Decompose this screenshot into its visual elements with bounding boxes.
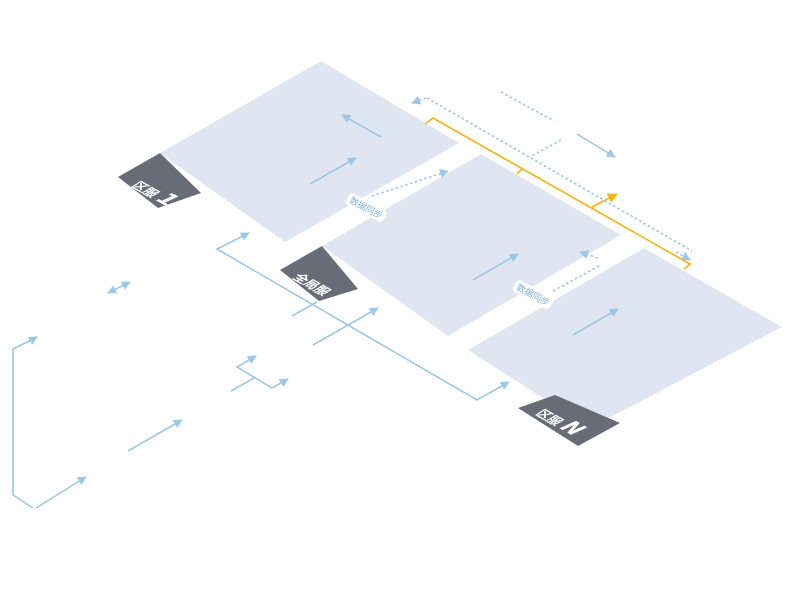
dotted-lines bbox=[371, 91, 693, 292]
dotted-mid-branch bbox=[529, 139, 562, 158]
dotted-top-left-arrow bbox=[411, 96, 427, 105]
orange-backbone bbox=[424, 117, 692, 270]
region-1-tag bbox=[118, 153, 201, 208]
region-n-arrow-up bbox=[572, 308, 619, 336]
mid-zigzag-tail bbox=[230, 377, 255, 392]
region-n-tag bbox=[518, 395, 620, 446]
orange-tick-left bbox=[516, 167, 524, 175]
dotted-top-right bbox=[500, 91, 555, 122]
orange-main-line bbox=[424, 117, 692, 270]
top-right-arrow bbox=[576, 133, 616, 158]
dotted-sync-left bbox=[371, 169, 449, 197]
left-small-double-arrow bbox=[107, 281, 131, 294]
left-bracket bbox=[12, 336, 38, 509]
region-1-arrow-up bbox=[309, 157, 357, 185]
lower-arrow-2 bbox=[312, 307, 379, 346]
sync-label-right-bg bbox=[513, 280, 554, 309]
orange-arrow-up bbox=[591, 193, 618, 208]
left-bracket-top-arrow bbox=[27, 336, 38, 345]
tiles-layer: 区服1 全局服 区服N bbox=[118, 61, 782, 446]
dotted-sync-right-arrow bbox=[579, 250, 599, 259]
mid-zigzag bbox=[235, 355, 289, 389]
region-1-plane bbox=[160, 61, 459, 242]
sync-label-left-bg bbox=[346, 193, 387, 222]
dotted-sync-right bbox=[552, 264, 602, 292]
region-1-arrow-left bbox=[341, 114, 382, 138]
flow-lines bbox=[12, 114, 619, 509]
dotted-backbone bbox=[426, 97, 693, 252]
dotted-backbone-end-arrow bbox=[675, 251, 691, 261]
region-n-plane bbox=[468, 248, 782, 428]
sync-label-left: 数据同步 bbox=[346, 193, 387, 222]
lower-arrow-1 bbox=[291, 301, 318, 317]
long-connector bbox=[215, 232, 510, 401]
bottom-arrow bbox=[127, 419, 183, 452]
left-bracket-bottom-arrow bbox=[35, 476, 87, 509]
